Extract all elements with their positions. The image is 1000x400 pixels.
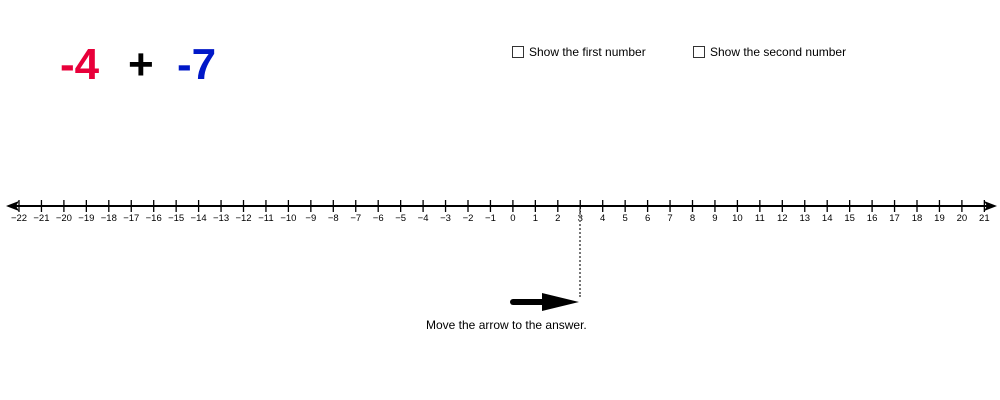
instruction-text: Move the arrow to the answer. <box>426 318 587 332</box>
number-line-tick-label: 12 <box>777 213 788 224</box>
number-line-tick-label: 15 <box>844 213 855 224</box>
number-line-tick-label: −16 <box>146 213 162 224</box>
number-line-tick-label: −4 <box>418 213 429 224</box>
number-line-tick-label: −9 <box>305 213 316 224</box>
show-first-number-label: Show the first number <box>529 45 646 59</box>
number-line-tick-label: −13 <box>213 213 229 224</box>
show-second-number-checkbox[interactable] <box>693 46 705 58</box>
number-line-tick-label: −14 <box>191 213 207 224</box>
number-line-tick-label: 21 <box>979 213 990 224</box>
number-line-tick-label: −12 <box>235 213 251 224</box>
answer-arrow-shaft <box>510 299 548 305</box>
second-number: -7 <box>177 40 217 89</box>
number-line-tick-label: 11 <box>755 213 765 224</box>
number-line-tick-label: 0 <box>510 213 515 224</box>
number-line-tick-label: −22 <box>11 213 27 224</box>
number-line-tick-label: 6 <box>645 213 650 224</box>
number-line-tick-label: −2 <box>463 213 474 224</box>
show-second-number-toggle[interactable]: Show the second number <box>693 45 846 59</box>
number-line-tick-label: −18 <box>101 213 117 224</box>
number-line-tick-label: −5 <box>395 213 406 224</box>
answer-guide-line <box>579 209 581 297</box>
show-first-number-toggle[interactable]: Show the first number <box>512 45 646 59</box>
number-line-tick-label: −15 <box>168 213 184 224</box>
number-line-tick-label: −10 <box>280 213 296 224</box>
plus-operator: + <box>128 40 154 89</box>
number-line-tick-label: 20 <box>957 213 968 224</box>
number-line-tick-label: 10 <box>732 213 743 224</box>
number-line-tick-label: 9 <box>712 213 717 224</box>
number-line-tick-label: 14 <box>822 213 833 224</box>
number-line-tick-label: −3 <box>440 213 451 224</box>
number-line-tick-label: −11 <box>258 213 273 224</box>
number-line-tick-label: 1 <box>533 213 538 224</box>
number-line-tick-label: −19 <box>78 213 94 224</box>
number-line-tick-label: −1 <box>485 213 496 224</box>
number-line-tick-label: −20 <box>56 213 72 224</box>
number-line-tick-label: −8 <box>328 213 339 224</box>
number-line-tick-label: 7 <box>667 213 672 224</box>
number-line-tick-label: 13 <box>799 213 810 224</box>
number-line-tick-label: 8 <box>690 213 695 224</box>
number-line-tick-label: −17 <box>123 213 139 224</box>
right-arrowhead-icon <box>984 201 997 211</box>
number-line-tick-label: 19 <box>934 213 945 224</box>
left-arrowhead-icon <box>6 201 19 211</box>
number-line-tick-label: 16 <box>867 213 878 224</box>
number-line-tick-label: −21 <box>33 213 49 224</box>
number-line-tick-label: 4 <box>600 213 605 224</box>
number-line-tick-label: −6 <box>373 213 384 224</box>
number-line-tick-label: 17 <box>889 213 900 224</box>
answer-arrow[interactable] <box>505 292 585 312</box>
show-first-number-checkbox[interactable] <box>512 46 524 58</box>
right-arrow-icon <box>542 293 579 311</box>
number-line-tick-label: 2 <box>555 213 560 224</box>
first-number: -4 <box>60 40 100 89</box>
show-second-number-label: Show the second number <box>710 45 847 59</box>
number-line-tick-label: 18 <box>912 213 923 224</box>
number-line-tick-label: −7 <box>350 213 361 224</box>
number-line: −22−21−20−19−18−17−16−15−14−13−12−11−10−… <box>6 200 997 224</box>
number-line-tick-label: 5 <box>623 213 628 224</box>
